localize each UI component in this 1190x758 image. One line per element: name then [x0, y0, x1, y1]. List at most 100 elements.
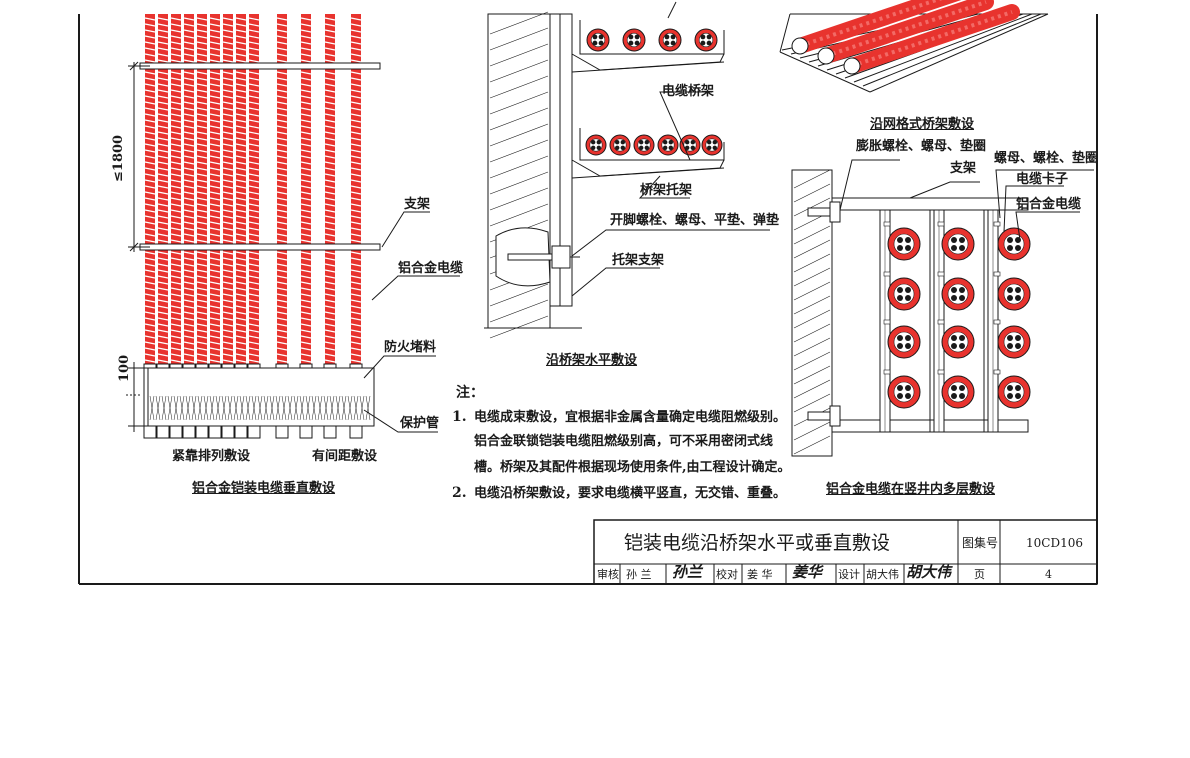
- cable-armor-stripe: [170, 323, 182, 327]
- cable-armor-stripe: [144, 257, 156, 261]
- cable-armor-stripe: [222, 281, 234, 285]
- hatch-line: [793, 281, 831, 301]
- cable-armor-stripe: [350, 155, 362, 159]
- shaft-cable-core: [959, 237, 965, 243]
- cable-armor-stripe: [183, 347, 195, 351]
- cable-armor-stripe: [196, 161, 208, 165]
- cable-armor-stripe: [183, 275, 195, 279]
- hatch-line: [317, 395, 323, 421]
- cable-armor-stripe: [235, 341, 247, 345]
- cable-armor-stripe: [196, 89, 208, 93]
- cable-armor-stripe: [157, 335, 169, 339]
- shaft-cable-core-ring: [893, 283, 915, 305]
- cable-armor-stripe: [300, 257, 312, 261]
- cable-armor-stripe: [300, 353, 312, 357]
- cable-armor-stripe: [144, 101, 156, 105]
- cable-armor-stripe: [196, 263, 208, 267]
- vertical-cable: [197, 14, 207, 364]
- cable-armor-stripe: [276, 89, 288, 93]
- cable-armor-stripe: [222, 251, 234, 255]
- hatch-line: [155, 395, 161, 421]
- cable-armor-stripe: [170, 167, 182, 171]
- expansion-bolts: [807, 201, 841, 427]
- cable-armor-stripe: [276, 203, 288, 207]
- cable-armor-stripe: [276, 101, 288, 105]
- cable-armor-stripe: [248, 329, 260, 333]
- hatch-line: [275, 395, 281, 421]
- cable-armor-stripe: [222, 53, 234, 57]
- cable-armor-stripe: [300, 191, 312, 195]
- cable-armor-stripe: [300, 59, 312, 63]
- mesh-cable-armor: [799, 0, 943, 48]
- cable-armor-stripe: [276, 53, 288, 57]
- mesh-wire: [853, 13, 1033, 83]
- shaft-cable-core-ring: [947, 381, 969, 403]
- cable-armor-stripe: [324, 269, 336, 273]
- cable-armor-stripe: [300, 269, 312, 273]
- hatch-line: [269, 395, 275, 421]
- cable-armor-stripe: [324, 95, 336, 99]
- cable-armor-stripe: [170, 185, 182, 189]
- cable-armor-stripe: [276, 149, 288, 153]
- hatch-line: [251, 395, 257, 421]
- cable-armor-stripe: [276, 197, 288, 201]
- cable-armor-stripe: [183, 263, 195, 267]
- cable-armor-stripe: [276, 77, 288, 81]
- cable-armor-stripe: [248, 35, 260, 39]
- cable-armor-stripe: [324, 35, 336, 39]
- cable-armor-stripe: [157, 173, 169, 177]
- shaft-cable-core: [959, 393, 965, 399]
- cable-armor-stripe: [324, 113, 336, 117]
- cable-armor-stripe: [324, 203, 336, 207]
- cable-armor-stripe: [235, 329, 247, 333]
- cable-armor-stripe: [235, 59, 247, 63]
- cable-armor-stripe: [350, 335, 362, 339]
- hatch-line: [299, 395, 305, 421]
- cable-armor-stripe: [183, 287, 195, 291]
- cable-armor-stripe: [248, 305, 260, 309]
- hatch-line: [233, 395, 239, 421]
- cable-armor-stripe: [324, 101, 336, 105]
- cable-armor-stripe: [170, 47, 182, 51]
- mesh-wire: [862, 13, 1042, 87]
- cable-armor-stripe: [235, 269, 247, 273]
- cable-armor-stripe: [235, 155, 247, 159]
- mesh-frame: [869, 13, 1049, 93]
- cable-armor-stripe: [183, 179, 195, 183]
- cable-armor-stripe: [300, 341, 312, 345]
- hatch-line: [347, 395, 353, 421]
- cable-armor-stripe: [324, 191, 336, 195]
- caption-shaft: 铝合金电缆在竖井内多层敷设: [826, 482, 996, 497]
- cable-armor-stripe: [222, 359, 234, 363]
- cable-armor-stripe: [183, 203, 195, 207]
- cable-armor-stripe: [276, 215, 288, 219]
- cable-armor-stripe: [300, 227, 312, 231]
- hatch-line: [173, 395, 179, 421]
- shaft-cable-core: [897, 295, 903, 301]
- cable-armor-stripe: [209, 221, 221, 225]
- cable-armor-stripe: [350, 179, 362, 183]
- cable-armor-stripe: [350, 317, 362, 321]
- review-name: 孙 兰: [626, 568, 652, 581]
- cable-armor-stripe: [144, 305, 156, 309]
- cable-armor-stripe: [324, 29, 336, 33]
- label-tray-bracket: 桥架托架: [640, 183, 693, 198]
- cable-armor-stripe: [324, 107, 336, 111]
- cable-armor-stripe: [350, 269, 362, 273]
- cable-clamp: [937, 221, 945, 227]
- cable-armor-stripe: [222, 101, 234, 105]
- cable-armor-stripe: [170, 359, 182, 363]
- cable-armor-stripe: [350, 209, 362, 213]
- cable-armor-stripe: [157, 131, 169, 135]
- horizontal-tray-view: [484, 1, 770, 339]
- cable-armor-stripe: [248, 239, 260, 243]
- shaft-cable-core: [905, 237, 911, 243]
- cable-armor-stripe: [209, 341, 221, 345]
- cable-armor-stripe: [276, 233, 288, 237]
- shaft-cable-core: [897, 245, 903, 251]
- cable-armor-stripe: [276, 113, 288, 117]
- cable-armor-stripe: [144, 215, 156, 219]
- cable-armor-stripe: [183, 53, 195, 57]
- cable-armor-stripe: [183, 113, 195, 117]
- cable-armor-stripe: [183, 209, 195, 213]
